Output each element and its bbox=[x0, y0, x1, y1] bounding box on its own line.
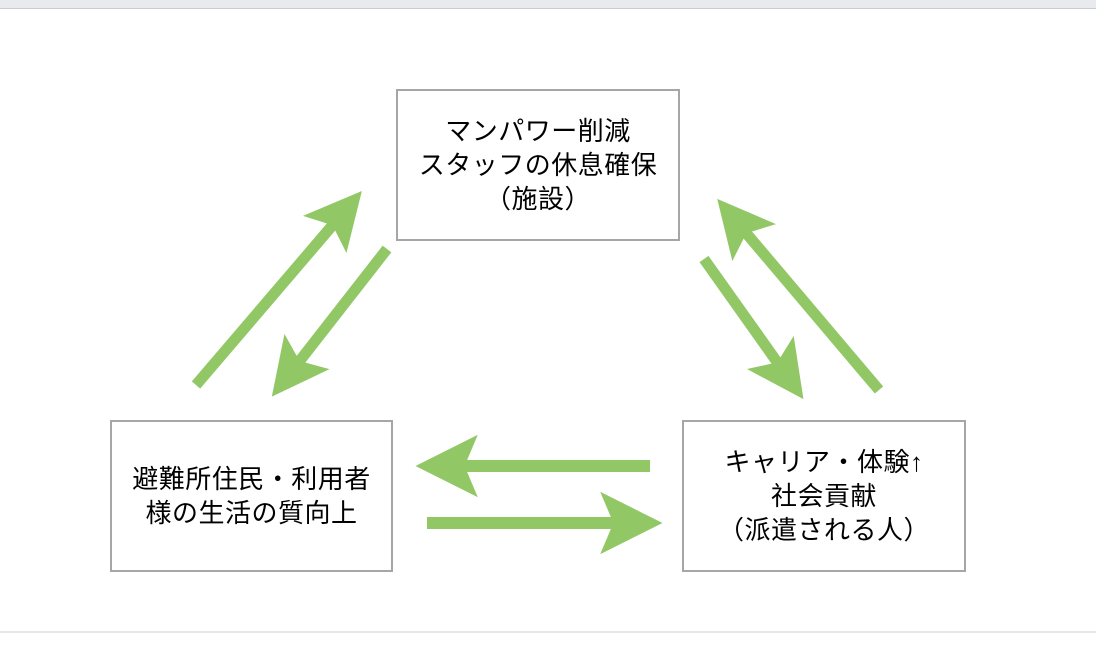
window-top-strip bbox=[0, 0, 1096, 9]
dispatched-staff-line-2: 社会貢献 bbox=[770, 480, 877, 511]
residents-benefit-line-2: 様の生活の質向上 bbox=[145, 498, 358, 528]
facility-benefit-box[interactable]: マンパワー削減 スタッフの休息確保 （施設） bbox=[396, 89, 680, 241]
residents-benefit-box[interactable]: 避難所住民・利用者 様の生活の質向上 bbox=[110, 420, 393, 572]
residents-benefit-line-1: 避難所住民・利用者 bbox=[132, 463, 371, 494]
dispatched-staff-benefit-box[interactable]: キャリア・体験↑ 社会貢献 （派遣される人） bbox=[682, 420, 966, 572]
dispatched-staff-line-1: キャリア・体験↑ bbox=[724, 446, 924, 477]
facility-benefit-line-1: マンパワー削減 bbox=[445, 115, 631, 146]
page-bottom-divider bbox=[0, 631, 1096, 633]
facility-benefit-line-3: （施設） bbox=[484, 184, 591, 215]
facility-benefit-line-2: スタッフの休息確保 bbox=[418, 149, 658, 180]
dispatched-staff-line-3: （派遣される人） bbox=[717, 515, 930, 546]
